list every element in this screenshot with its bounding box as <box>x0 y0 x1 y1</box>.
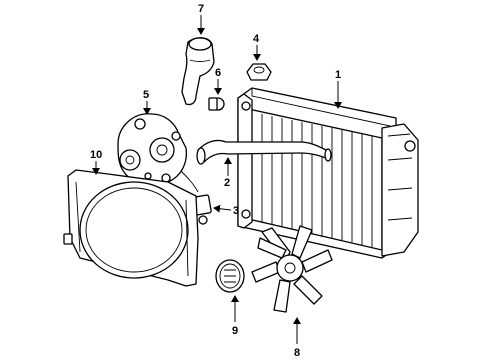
callout-5: 5 <box>143 89 149 101</box>
fan-shroud[interactable] <box>63 169 199 287</box>
callout-3: 3 <box>233 205 239 217</box>
callout-10: 10 <box>90 149 102 161</box>
thermostat-sensor[interactable] <box>208 97 225 111</box>
callout-6: 6 <box>215 67 221 79</box>
callout-1: 1 <box>335 69 341 81</box>
leader-3 <box>213 204 232 213</box>
callout-9: 9 <box>232 325 238 337</box>
cooling-fan[interactable] <box>251 225 333 313</box>
upper-water-outlet[interactable] <box>181 37 215 106</box>
water-pump[interactable] <box>117 113 188 186</box>
lower-radiator-hose[interactable] <box>196 139 332 165</box>
callout-7: 7 <box>198 3 204 15</box>
callout-2: 2 <box>224 177 230 189</box>
radiator-cap[interactable] <box>246 63 272 81</box>
callout-8: 8 <box>294 347 300 359</box>
callout-4: 4 <box>253 33 260 45</box>
fan-clutch[interactable] <box>215 259 245 293</box>
